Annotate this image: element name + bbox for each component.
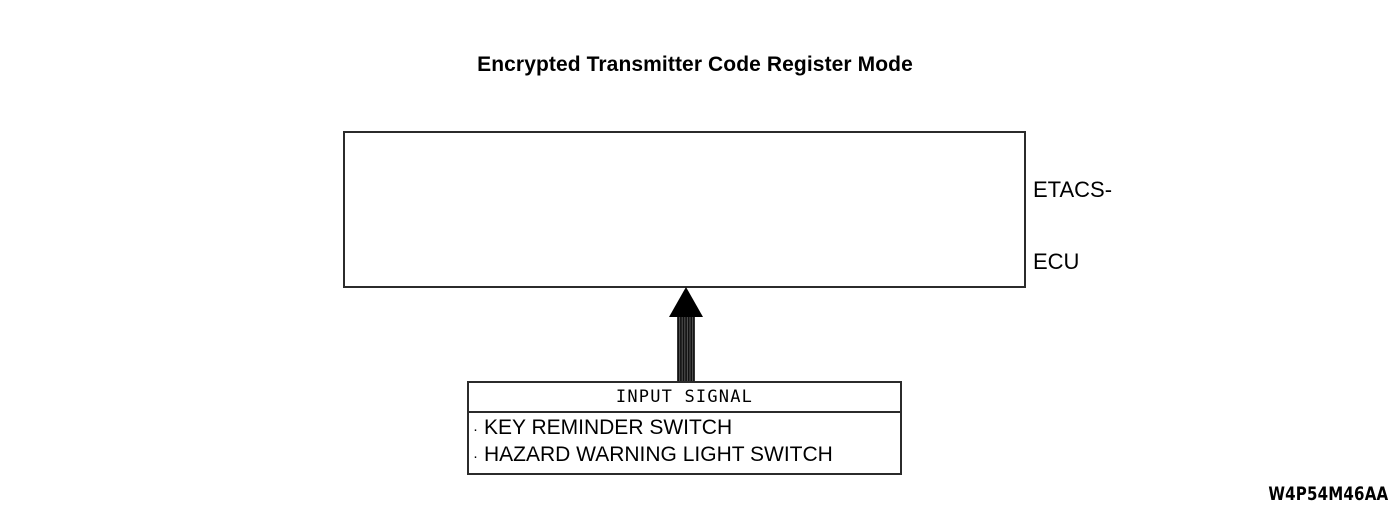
input-signal-list: · KEY REMINDER SWITCH · HAZARD WARNING L… (469, 413, 900, 469)
figure-reference-code: W4P54M46AA (1268, 483, 1388, 505)
input-signal-arrow-icon (666, 286, 706, 383)
list-item: · KEY REMINDER SWITCH (473, 415, 900, 442)
list-item-label: HAZARD WARNING LIGHT SWITCH (484, 443, 833, 466)
input-signal-header: INPUT SIGNAL (469, 383, 900, 413)
etacs-ecu-label-line1: ETACS- (1033, 177, 1113, 202)
list-item-label: KEY REMINDER SWITCH (484, 416, 733, 439)
bullet-icon: · (473, 421, 478, 438)
etacs-ecu-label-line2: ECU (1033, 249, 1080, 274)
input-signal-box: INPUT SIGNAL · KEY REMINDER SWITCH · HAZ… (467, 381, 902, 475)
list-item: · HAZARD WARNING LIGHT SWITCH (473, 442, 900, 469)
etacs-ecu-box (343, 131, 1026, 288)
page-title: Encrypted Transmitter Code Register Mode (477, 53, 913, 76)
bullet-icon: · (473, 448, 478, 465)
etacs-ecu-label: ETACS- ECU (1033, 130, 1112, 322)
